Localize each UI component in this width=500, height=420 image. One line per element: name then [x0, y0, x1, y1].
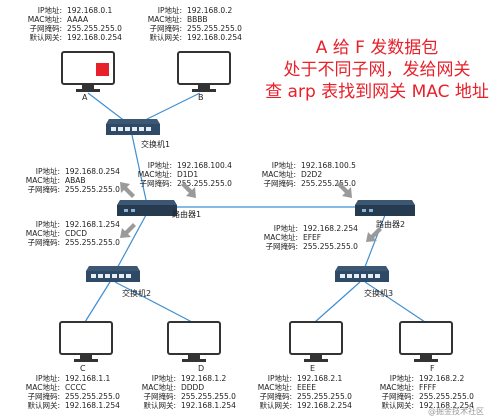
switch2-icon [86, 266, 140, 282]
watermark: @掘金技术社区 [428, 407, 484, 416]
host-d-computer-icon [167, 321, 221, 362]
router1-icon [117, 200, 177, 216]
host-a-info: IP地址:192.168.0.1 MAC地址:AAAA 子网掩码:255.255… [27, 6, 122, 42]
switch2-label: 交换机2 [122, 289, 152, 298]
link-router1-switch2 [114, 214, 147, 273]
router2-icon [355, 200, 415, 216]
switch3-icon [335, 266, 389, 282]
host-c-name: C [80, 364, 86, 373]
port-pointer-arrow-icon [181, 182, 196, 198]
link-switch1-router1 [131, 134, 147, 201]
link-router2-switch3 [362, 214, 386, 273]
host-f-info: IP地址:192.168.2.2 MAC地址:FFFF 子网掩码:255.255… [379, 374, 474, 410]
host-e-computer-icon [289, 321, 343, 362]
host-c-computer-icon [59, 321, 113, 362]
port-pointer-arrow-icon [120, 182, 135, 198]
scenario-title-line2: 处于不同子网，发给网关 [283, 60, 471, 80]
router1-port-top-info: IP地址:192.168.0.254 MAC地址:ABAB 子网掩码:255.2… [25, 167, 120, 194]
router2-label: 路由器2 [376, 220, 406, 229]
port-pointer-arrow-icon [366, 227, 382, 242]
link-switch2-c [84, 281, 111, 323]
host-c-info: IP地址:192.168.1.1 MAC地址:CCCC 子网掩码:255.255… [25, 374, 120, 410]
router1-port-bottom-info: IP地址:192.168.1.254 MAC地址:CDCD 子网掩码:255.2… [25, 220, 120, 247]
router1-port-right-info: IP地址:192.168.100.4 MAC地址:D1D1 子网掩码:255.2… [137, 161, 232, 188]
host-e-name: E [310, 364, 316, 373]
host-f-name: F [430, 364, 435, 373]
scenario-title-line3: 查 arp 表找到网关 MAC 地址 [265, 82, 489, 102]
host-b-computer-icon [177, 51, 231, 92]
link-switch3-f [364, 281, 426, 323]
port-pointer-arrow-icon [337, 182, 352, 198]
router2-port-left-info: IP地址:192.168.100.5 MAC地址:D2D2 子网掩码:255.2… [261, 161, 356, 188]
switch1-icon [106, 119, 160, 135]
host-d-name: D [198, 364, 205, 373]
switch1-label: 交换机1 [141, 140, 171, 149]
host-b-info: IP地址:192.168.0.2 MAC地址:BBBB 子网掩码:255.255… [147, 6, 242, 42]
port-pointer-arrow-icon [120, 223, 136, 238]
router1-label: 路由器1 [172, 210, 202, 219]
link-switch3-e [314, 281, 361, 323]
host-e-info: IP地址:192.168.2.1 MAC地址:EEEE 子网掩码:255.255… [257, 374, 352, 410]
switch3-label: 交换机3 [364, 289, 394, 298]
host-a-name: A [82, 93, 88, 102]
host-b-name: B [198, 93, 204, 102]
host-d-info: IP地址:192.168.1.2 MAC地址:DDDD 子网掩码:255.255… [141, 374, 236, 410]
scenario-title-line1: A 给 F 发数据包 [315, 38, 439, 58]
router2-port-bottom-info: IP地址:192.168.2.254 MAC地址:EFEF 子网掩码:255.2… [263, 224, 358, 251]
link-switch2-d [114, 281, 193, 323]
host-a-computer-icon [61, 51, 115, 92]
host-f-computer-icon [399, 321, 453, 362]
